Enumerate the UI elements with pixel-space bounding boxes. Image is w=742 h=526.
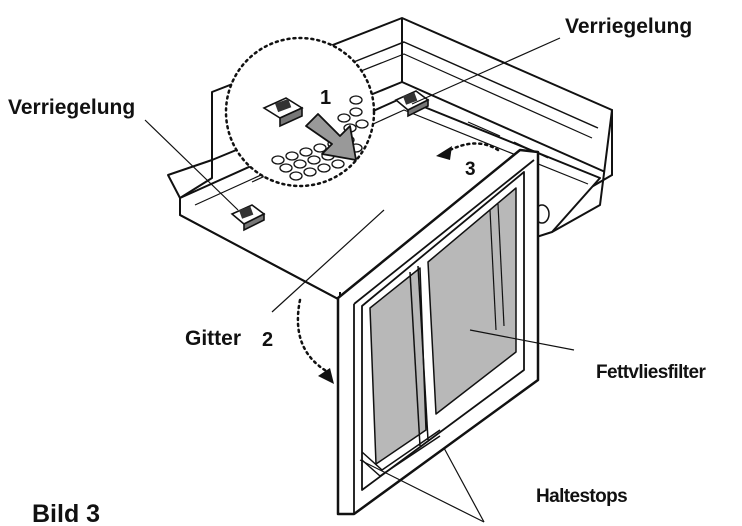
grease-filter <box>336 148 540 516</box>
filter-panel-right <box>427 187 517 415</box>
label-verriegelung-right: Verriegelung <box>565 15 692 38</box>
label-verriegelung-left: Verriegelung <box>8 96 135 119</box>
leader-lines <box>144 37 575 523</box>
push-arrow <box>305 113 357 161</box>
step-two-arrow <box>296 298 330 374</box>
label-haltestops: Haltestops <box>536 486 627 507</box>
step-three-arrowhead <box>436 146 452 160</box>
label-fettvliesfilter: Fettvliesfilter <box>596 362 706 383</box>
latch-right <box>394 90 430 118</box>
detail-circle <box>224 36 376 188</box>
label-figure-number: Bild 3 <box>32 500 100 526</box>
step-two-arrowhead <box>318 368 334 384</box>
label-step-one: 1 <box>320 87 331 109</box>
label-gitter: Gitter <box>185 327 241 350</box>
latch-left <box>230 204 266 232</box>
label-step-two: 2 <box>262 329 273 351</box>
label-step-three: 3 <box>465 159 476 180</box>
